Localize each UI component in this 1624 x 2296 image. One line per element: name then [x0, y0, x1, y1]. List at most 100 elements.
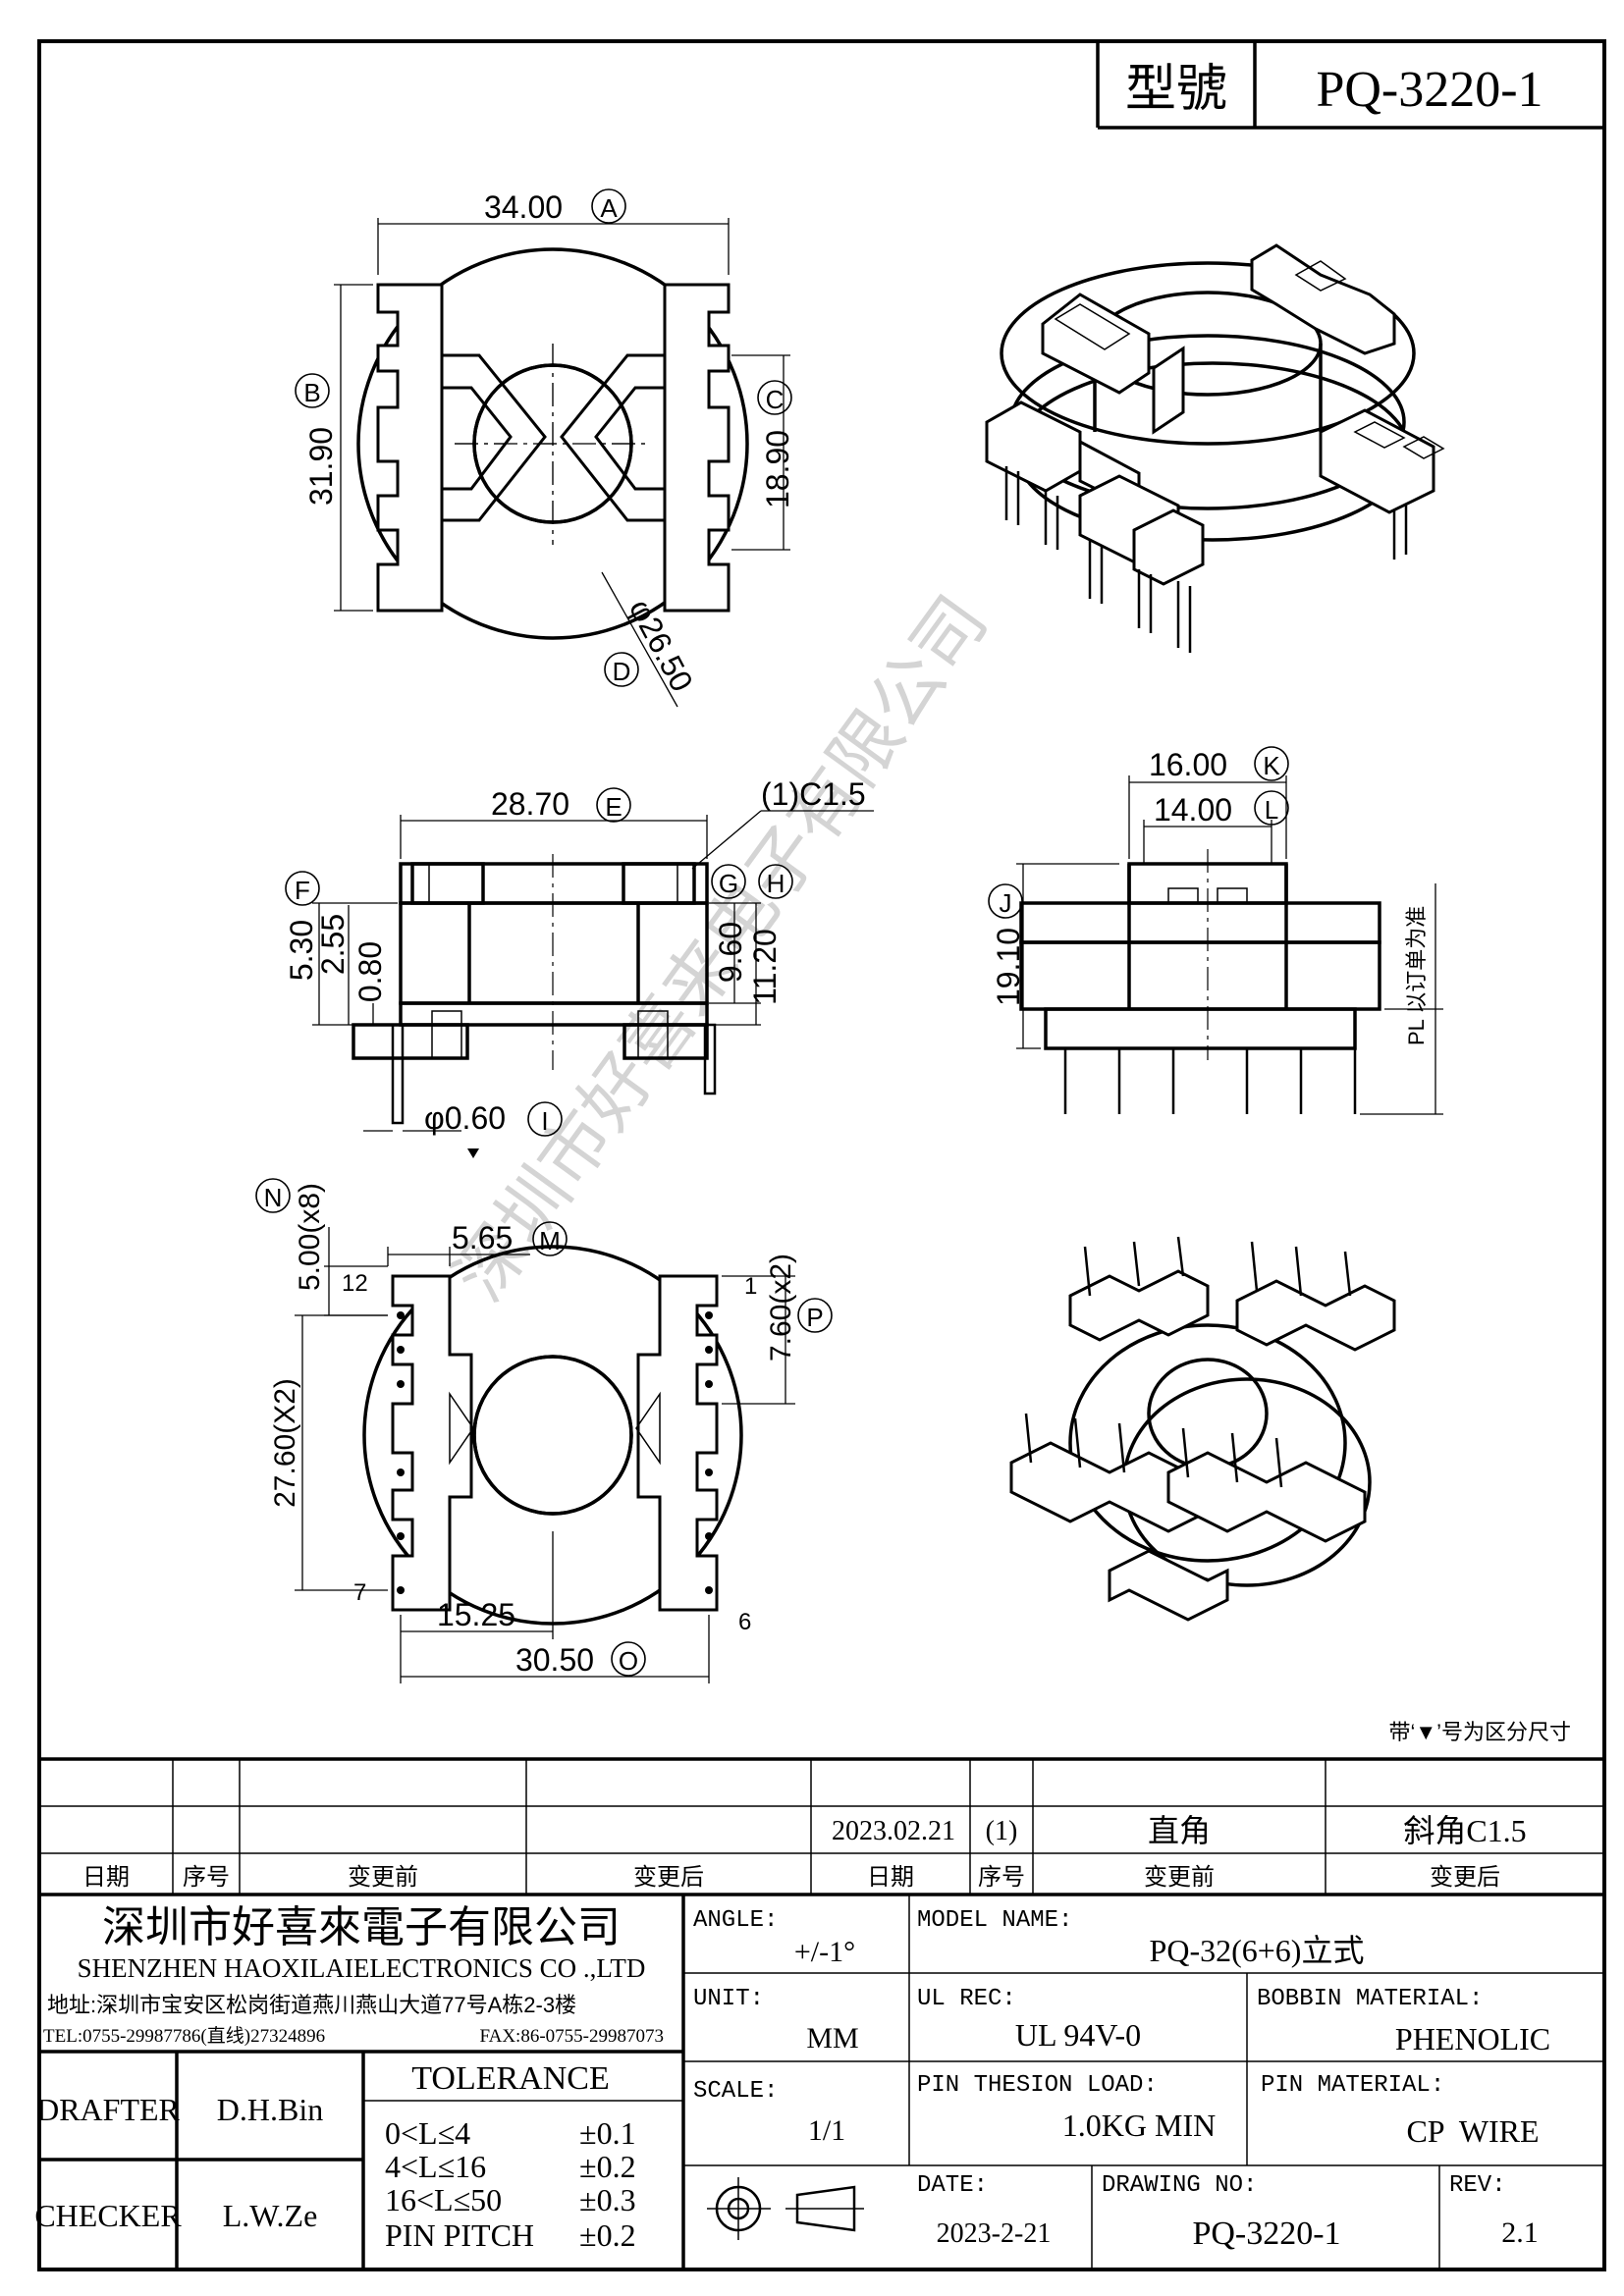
rev-header-after-2: 变更后 [1430, 1864, 1500, 1891]
dim-i-tag: I [541, 1106, 548, 1136]
rev-header-date: 日期 [82, 1864, 130, 1891]
unit-label: UNIT: [693, 1986, 764, 2012]
rev-label: REV: [1449, 2172, 1506, 2199]
dim-l-tag: L [1265, 795, 1278, 825]
dim-k-tag: K [1263, 751, 1280, 780]
dim-e-tag: E [605, 792, 622, 822]
tolerance-range-1: 0<L≤4 [385, 2115, 470, 2151]
dim-l-value: 14.00 [1154, 792, 1232, 828]
rev-header-before-2: 变更前 [1144, 1864, 1215, 1891]
dim-a-value: 34.00 [484, 189, 563, 225]
model-number: PQ-3220-1 [1316, 62, 1543, 118]
checker-label: CHECKER [34, 2198, 182, 2233]
pin-6-label: 6 [738, 1609, 751, 1635]
pin-mat-label: PIN MATERIAL: [1261, 2072, 1444, 2099]
dim-27-60: 27.60(X2) [269, 1378, 301, 1508]
tag-h: H [767, 869, 785, 898]
dim-0-80: 0.80 [352, 941, 388, 1002]
scale-label: SCALE: [693, 2078, 778, 2105]
rev-header-before: 变更前 [348, 1864, 418, 1891]
dim-e-value: 28.70 [491, 786, 569, 822]
title-block: 深圳市好喜來電子有限公司 SHENZHEN HAOXILAIELECTRONIC… [34, 1895, 1604, 2269]
dim-o-tag: O [619, 1646, 638, 1676]
drafter-label: DRAFTER [36, 2092, 180, 2127]
rev-header-seq: 序号 [183, 1864, 230, 1891]
dim-b-value: 31.90 [303, 427, 339, 506]
pin-load-value: 1.0KG MIN [1062, 2108, 1216, 2143]
dim-f-tag: F [295, 876, 310, 905]
company-fax: FAX:86-0755-29987073 [479, 2026, 664, 2047]
company-tel: TEL:0755-29987786(直线)27324896 [43, 2025, 325, 2047]
marker-triangle-icon [467, 1148, 479, 1158]
rev-date: 2023.02.21 [832, 1816, 955, 1846]
dim-i-value: φ0.60 [424, 1100, 506, 1136]
ul-label: UL REC: [917, 1986, 1016, 2012]
tolerance-value-3: ±0.3 [579, 2182, 636, 2217]
company-address: 地址:深圳市宝安区松岗街道燕川燕山大道77号A栋2-3楼 [47, 1993, 576, 2017]
company-name-cn: 深圳市好喜來電子有限公司 [102, 1903, 621, 1951]
dim-p-value: 7.60(x2) [765, 1254, 797, 1362]
isometric-view-bottom [1009, 1236, 1396, 1622]
tolerance-range-3: 16<L≤50 [385, 2182, 502, 2217]
unit-value: MM [806, 2022, 858, 2055]
pl-note: PL 以订单为准 [1404, 906, 1429, 1045]
dim-k-value: 16.00 [1149, 747, 1227, 782]
rev-header-date-2: 日期 [867, 1864, 914, 1891]
rev-value: 2.1 [1501, 2216, 1539, 2249]
date-value: 2023-2-21 [937, 2218, 1052, 2249]
dim-f-value: 5.30 [284, 920, 319, 981]
drafter-value: D.H.Bin [217, 2092, 323, 2127]
dim-n-value: 5.00(x8) [294, 1183, 326, 1291]
dim-d-tag: D [613, 657, 631, 686]
drawing-no-value: PQ-3220-1 [1192, 2216, 1340, 2252]
dim-c-tag: C [766, 385, 785, 414]
date-label: DATE: [917, 2172, 988, 2199]
company-name-en: SHENZHEN HAOXILAIELECTRONICS CO .,LTD [78, 1953, 646, 1983]
isometric-view-top [985, 243, 1445, 653]
model-name-label: MODEL NAME: [917, 1907, 1072, 1934]
tolerance-value-2: ±0.2 [579, 2149, 636, 2184]
projection-symbol-icon [707, 2177, 864, 2240]
rev-header-seq-2: 序号 [978, 1864, 1025, 1891]
ul-value: UL 94V-0 [1015, 2017, 1141, 2053]
bottom-view: 5.00(x8) N 12 5.65 M 7.60(x2) P 1 27.60(… [255, 1178, 833, 1683]
checker-value: L.W.Ze [223, 2198, 318, 2233]
dim-11-20: 11.20 [747, 929, 783, 1005]
tolerance-title: TOLERANCE [411, 2060, 609, 2097]
dim-m-tag: M [539, 1226, 561, 1255]
tolerance-value-4: ±0.2 [579, 2217, 636, 2253]
bobbin-label: BOBBIN MATERIAL: [1257, 1986, 1483, 2012]
rev-before: 直角 [1148, 1813, 1211, 1848]
pin-load-label: PIN THESION LOAD: [917, 2072, 1158, 2099]
end-view: 16.00 K 14.00 L 19.10 J PL 以订单为准 [988, 746, 1443, 1115]
dim-c-value: 18.90 [760, 430, 795, 508]
model-label: 型號 [1125, 62, 1227, 118]
dim-p-tag: P [806, 1303, 823, 1332]
tolerance-value-1: ±0.1 [579, 2115, 636, 2151]
rev-header-after: 变更后 [633, 1864, 704, 1891]
tolerance-range-4: PIN PITCH [385, 2217, 534, 2253]
scale-value: 1/1 [808, 2114, 845, 2147]
angle-label: ANGLE: [693, 1907, 778, 1934]
bobbin-value: PHENOLIC [1395, 2021, 1550, 2056]
top-view: 34.00 A 31.90 B 18.90 C φ26.50 D [295, 188, 795, 708]
dim-a-tag: A [600, 193, 618, 223]
revision-table: 2023.02.21 (1) 直角 斜角C1.5 日期 序号 变更前 变更后 日… [39, 1757, 1604, 1896]
sheet-border [37, 39, 1606, 2271]
tag-g: G [719, 869, 738, 898]
side-view: 28.70 E (1)C1.5 G H 5.30 F 2.55 0.80 9.6… [284, 776, 874, 1158]
model-name-value: PQ-32(6+6)立式 [1150, 1933, 1365, 1968]
angle-value: +/-1° [794, 1936, 855, 1968]
dim-o-value: 30.50 [515, 1642, 594, 1678]
pin-12-label: 12 [342, 1270, 368, 1297]
rev-seq: (1) [986, 1816, 1018, 1846]
dim-15-25: 15.25 [437, 1597, 515, 1632]
dim-9-60: 9.60 [713, 922, 748, 983]
drawing-no-label: DRAWING NO: [1102, 2172, 1257, 2199]
chamfer-note: (1)C1.5 [761, 776, 866, 812]
dim-j-value: 19.10 [991, 928, 1026, 1006]
pin-1-label: 1 [744, 1273, 757, 1300]
pin-mat-value: CP WIRE [1406, 2113, 1539, 2149]
dim-j-tag: J [1000, 888, 1012, 918]
